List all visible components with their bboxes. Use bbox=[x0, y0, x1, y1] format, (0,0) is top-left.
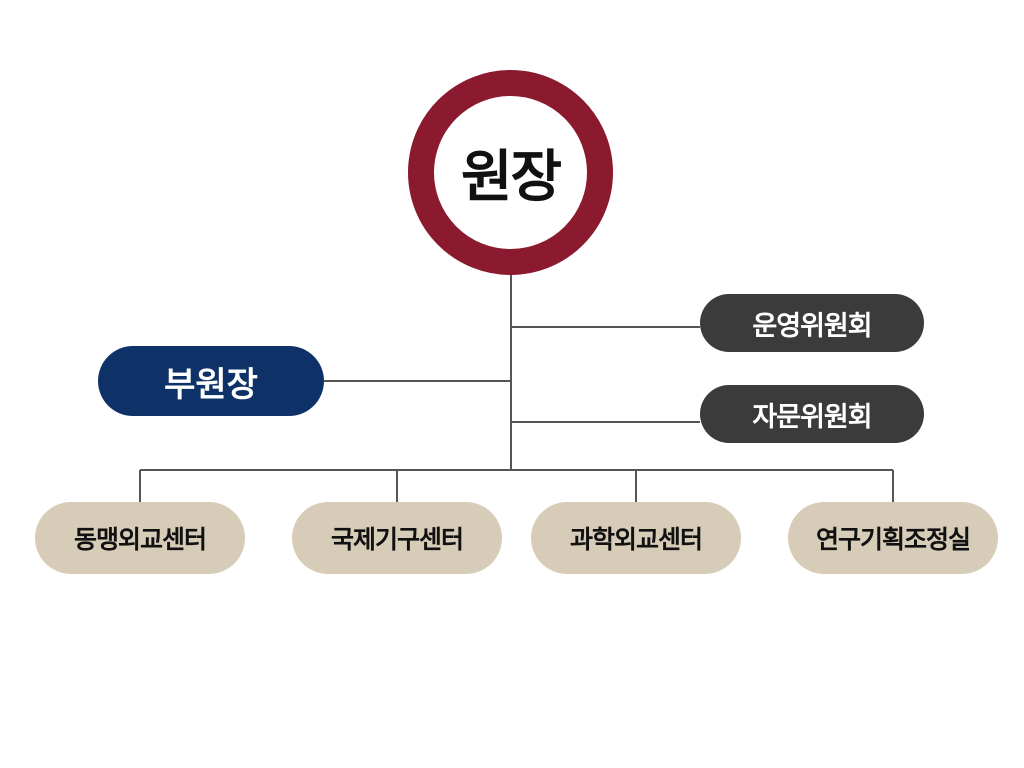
unit-international-organizations-node: 국제기구센터 bbox=[292, 502, 502, 574]
committee-label: 자문위원회 bbox=[752, 401, 872, 433]
unit-label: 동맹외교센터 bbox=[73, 525, 207, 554]
director-label: 원장 bbox=[460, 145, 562, 210]
committee-label: 운영위원회 bbox=[752, 310, 872, 342]
unit-research-planning-node: 연구기획조정실 bbox=[788, 502, 998, 574]
committee-advisory-node: 자문위원회 bbox=[700, 385, 924, 443]
director-node: 원장 bbox=[408, 70, 613, 275]
unit-alliance-diplomacy-node: 동맹외교센터 bbox=[35, 502, 245, 574]
vice-director-node: 부원장 bbox=[98, 346, 324, 416]
unit-label: 과학외교센터 bbox=[569, 525, 703, 554]
committee-operations-node: 운영위원회 bbox=[700, 294, 924, 352]
unit-science-diplomacy-node: 과학외교센터 bbox=[531, 502, 741, 574]
unit-label: 연구기획조정실 bbox=[815, 525, 971, 554]
vice-director-label: 부원장 bbox=[164, 364, 258, 405]
unit-label: 국제기구센터 bbox=[330, 525, 464, 554]
